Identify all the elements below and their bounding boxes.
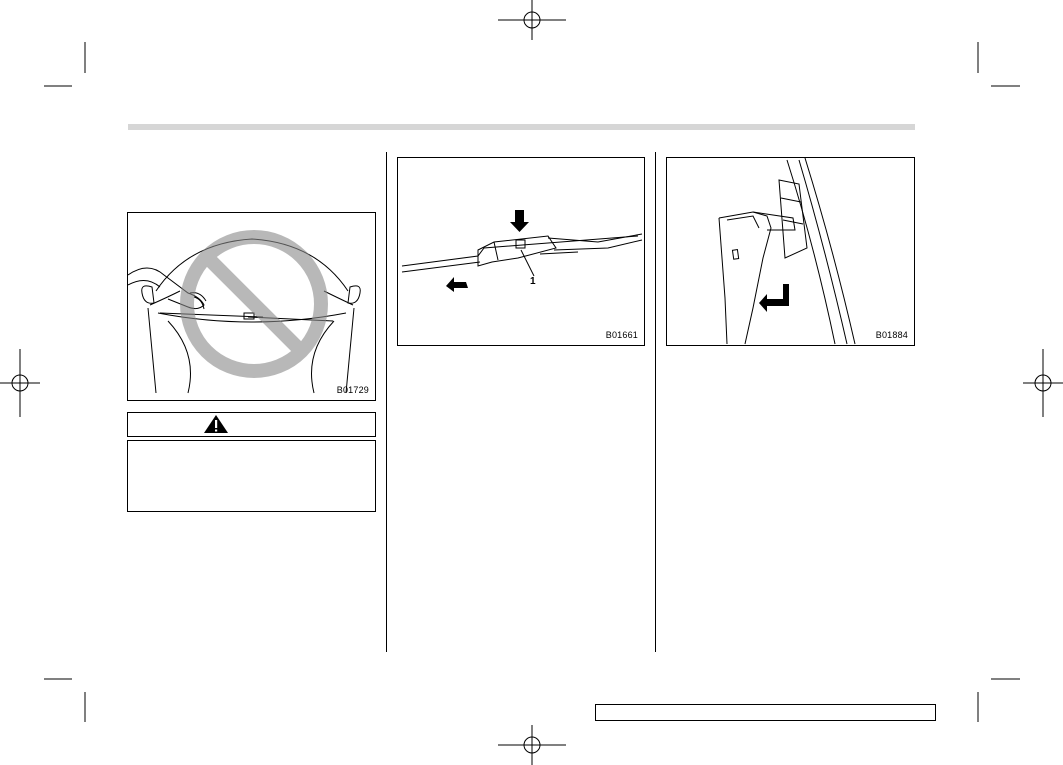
figure-code: B01884 xyxy=(875,330,908,340)
column-divider-left xyxy=(386,152,387,652)
figure-wiper-prohibited: B01729 xyxy=(127,212,376,401)
footer-page-box xyxy=(595,704,936,721)
no-symbol-icon xyxy=(180,230,328,378)
figure-wiper-release: 1 B01661 xyxy=(397,157,645,346)
figure-code: B01729 xyxy=(336,385,369,395)
figure-wiper-removal: B01884 xyxy=(666,157,915,346)
warning-body xyxy=(127,440,376,512)
wiper-blade-release-illustration xyxy=(401,210,643,292)
warning-header xyxy=(127,412,376,437)
warning-triangle-icon xyxy=(204,415,228,433)
wiper-arm-removal-illustration xyxy=(718,158,856,345)
column-divider-right xyxy=(655,152,656,652)
figure-code: B01661 xyxy=(605,330,638,340)
section-header-bar xyxy=(128,124,915,130)
callout-number: 1 xyxy=(530,276,536,287)
car-windshield-illustration xyxy=(128,230,361,394)
